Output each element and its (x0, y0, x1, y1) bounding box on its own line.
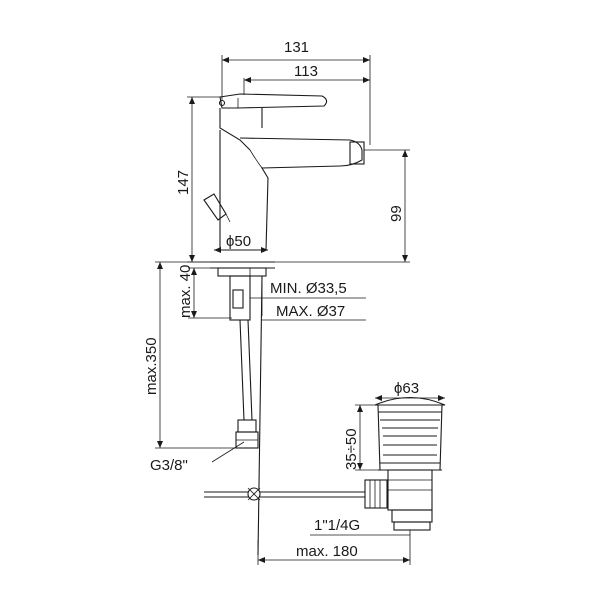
flexible-hose (235, 319, 259, 449)
dim-waste-thread: 1"1/4G (314, 517, 360, 534)
deck-fixing (210, 261, 275, 321)
dim-spout-height: 99 (388, 205, 405, 222)
dimension-lines (155, 55, 445, 565)
dim-max-deck: max. 40 (177, 265, 194, 318)
waste-assembly (364, 397, 446, 531)
dim-overall-width: 131 (284, 39, 309, 56)
dim-hole-min: MIN. Ø33,5 (270, 280, 347, 297)
dim-total-height: 147 (175, 170, 192, 195)
dim-hose-length: max.350 (143, 337, 160, 395)
dim-hole-max: MAX. Ø37 (276, 303, 345, 320)
mixer-body (203, 93, 365, 251)
dim-waste-diameter: ϕ63 (394, 380, 419, 397)
popup-rod (204, 275, 365, 556)
dim-waste-range: 35÷50 (343, 428, 360, 470)
dim-hose-thread: G3/8" (150, 457, 188, 474)
dim-base-diameter: ϕ50 (226, 233, 251, 250)
dim-rod-length: max. 180 (296, 543, 358, 560)
dim-spout-width: 113 (294, 63, 318, 80)
